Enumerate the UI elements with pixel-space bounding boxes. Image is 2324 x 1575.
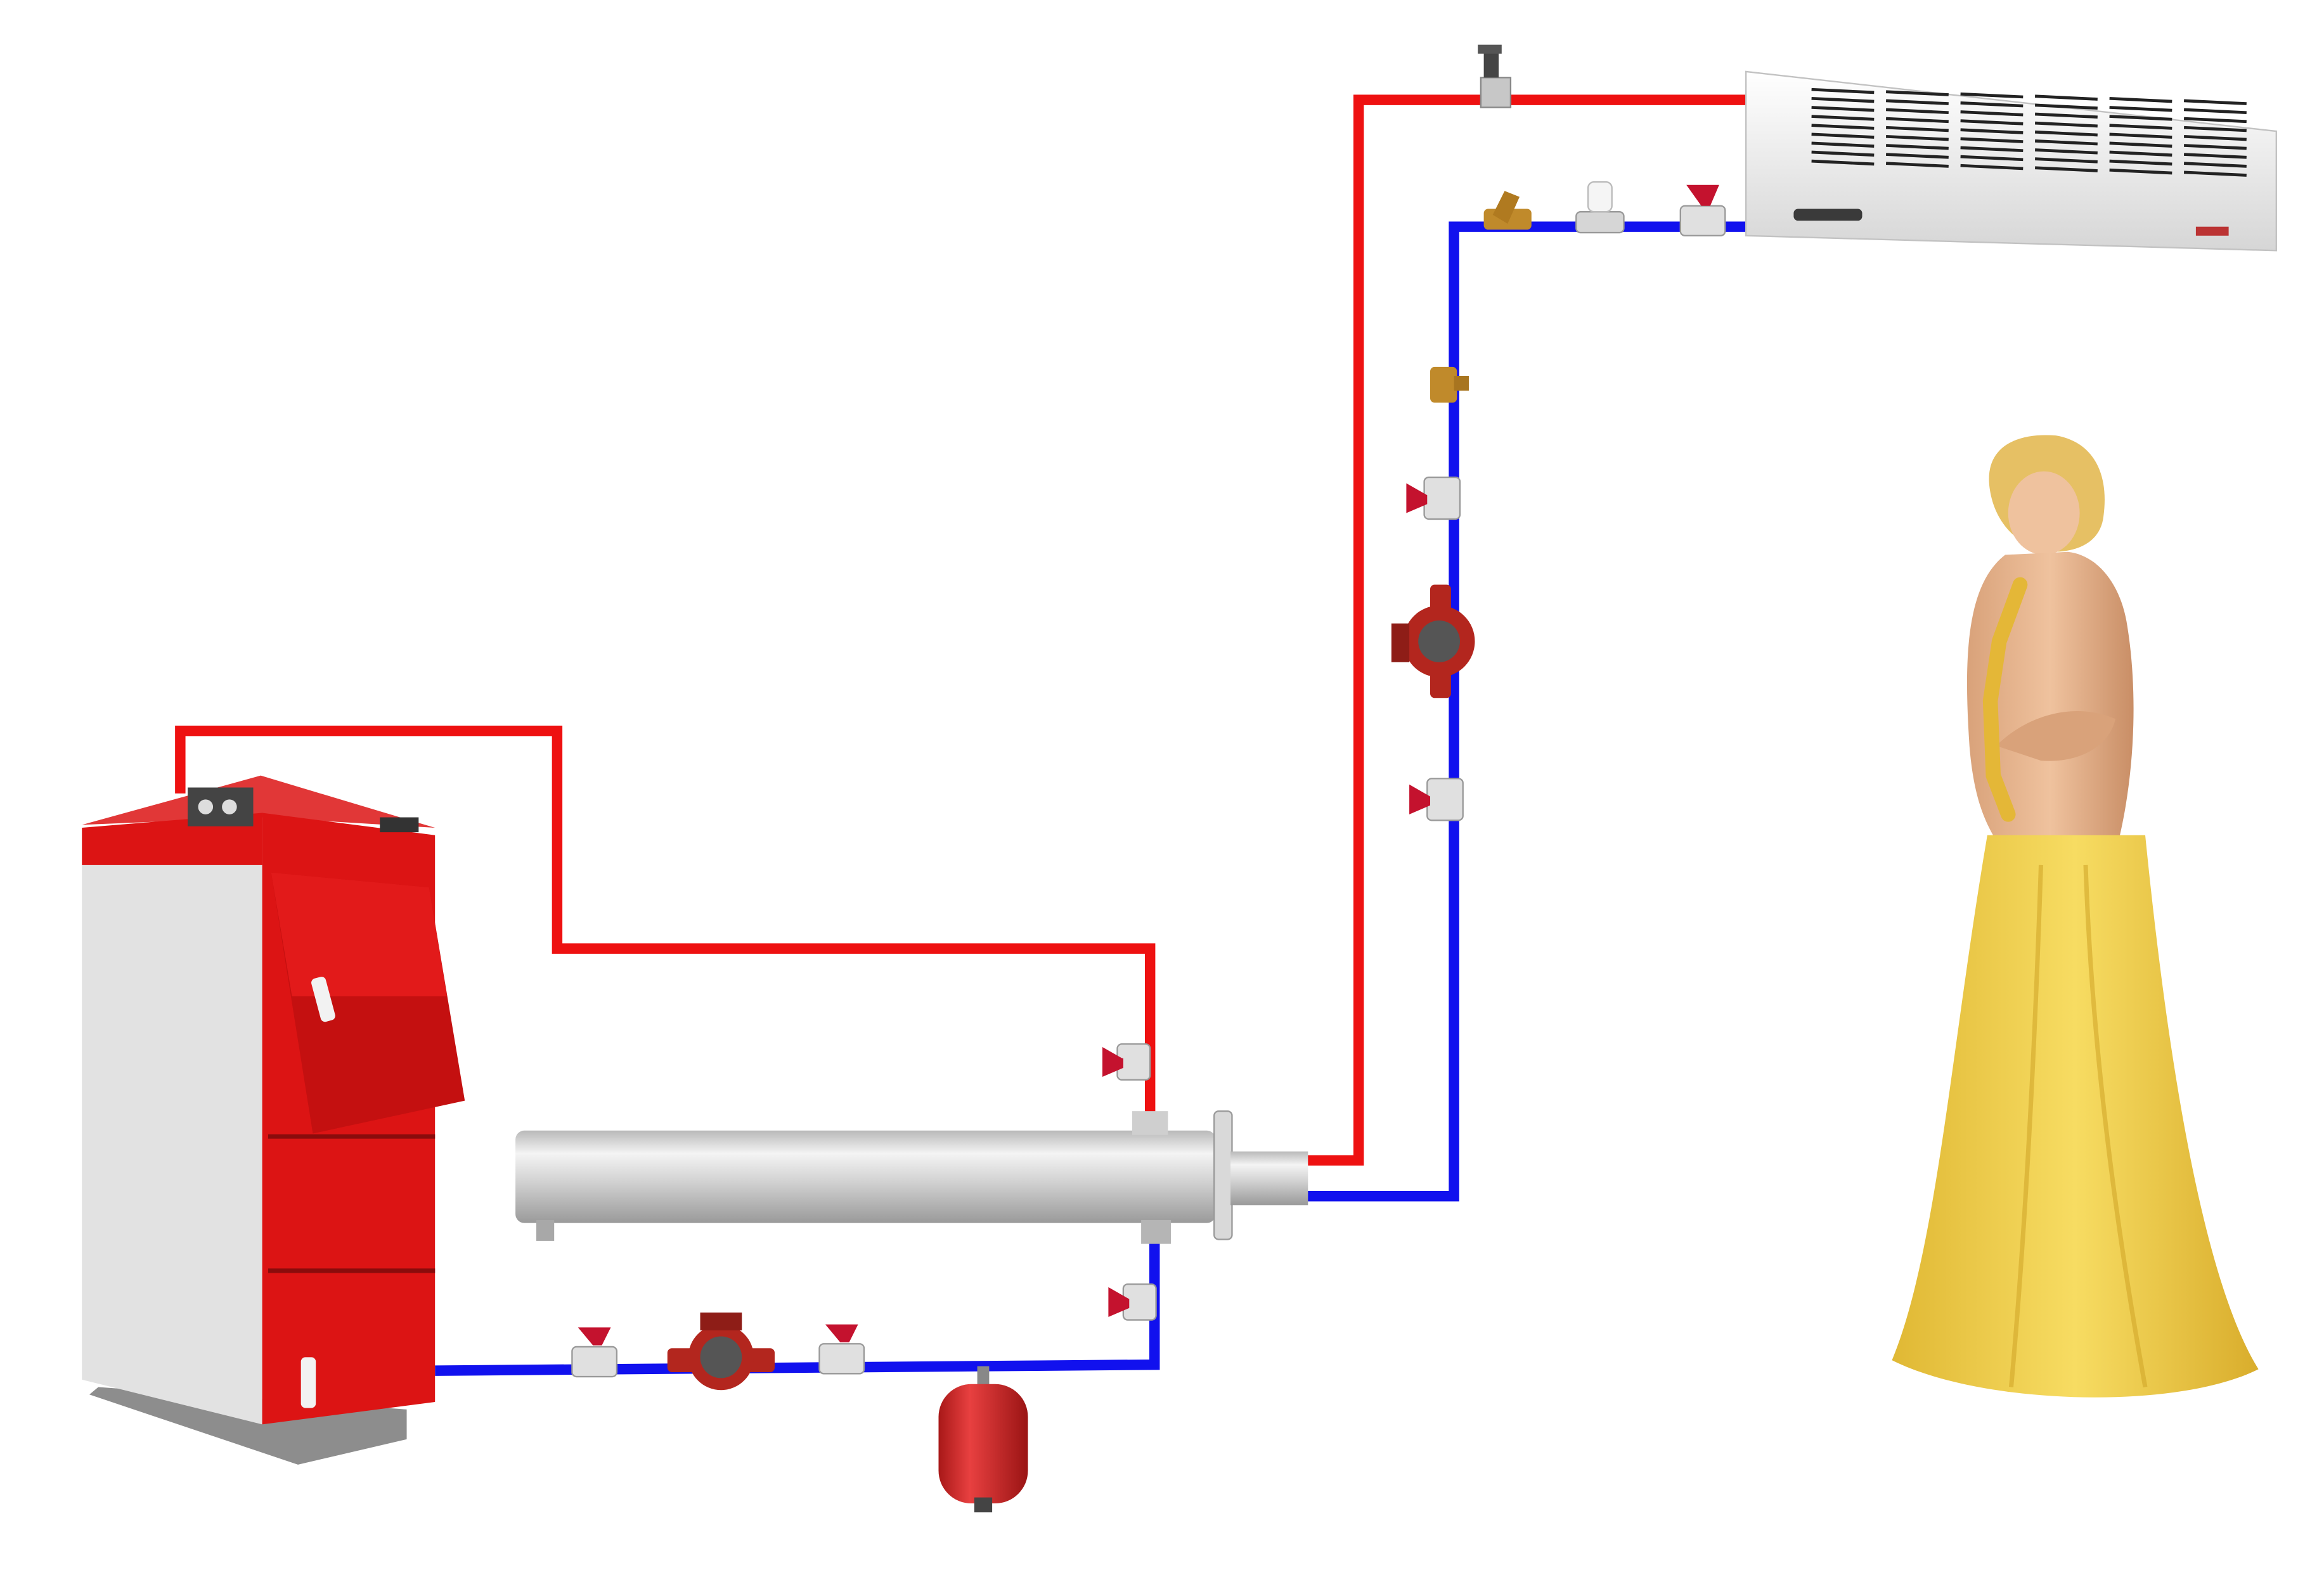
safety-valve-icon — [1478, 44, 1512, 108]
heater-louvre — [1811, 87, 1875, 94]
heater-louvre — [1960, 128, 2024, 134]
pipe-boiler-return — [435, 1238, 1160, 1376]
pipe-heater-supply — [1306, 94, 1746, 1166]
heater-louvre — [2109, 168, 2172, 175]
heater-louvre — [2183, 99, 2247, 105]
heater-louvre — [2183, 134, 2247, 141]
expansion-tank-icon — [938, 1366, 1028, 1513]
heater-louvre — [1885, 117, 1949, 124]
heater-louvre — [1885, 162, 1949, 168]
heater-louvre — [1885, 144, 1949, 150]
heater-louvre — [1811, 106, 1875, 112]
circulation-pump-icon — [667, 1312, 775, 1391]
heater-louvre — [2183, 170, 2247, 177]
check-valve-icon — [1430, 366, 1469, 403]
y-strainer-icon — [1483, 191, 1532, 230]
heater-louvre — [2034, 121, 2098, 128]
ball-valve-icon — [818, 1324, 865, 1375]
ball-valve-icon — [1406, 476, 1461, 520]
heater-louvre — [1960, 119, 2024, 125]
heat-exchanger-icon — [515, 1110, 1308, 1244]
ball-valve-icon — [1102, 1043, 1151, 1081]
ball-valve-icon — [571, 1327, 618, 1378]
heater-louvre — [2034, 148, 2098, 155]
heater-louvre — [2034, 112, 2098, 119]
heater-louvre — [2034, 166, 2098, 172]
heater-louvre — [2109, 96, 2172, 103]
heater-louvre — [2109, 132, 2172, 139]
heater-louvre — [2109, 159, 2172, 166]
circulation-pump-icon — [1391, 584, 1475, 698]
heater-louvre — [1811, 96, 1875, 103]
heater-louvre — [1960, 92, 2024, 99]
heater-louvre — [1960, 110, 2024, 117]
thermostatic-valve-icon — [1575, 181, 1625, 234]
heater-louvre — [1811, 141, 1875, 148]
heater-louvre — [1811, 150, 1875, 157]
heater-louvre — [1960, 101, 2024, 108]
heater-louvre — [2109, 106, 2172, 112]
heater-louvre — [1885, 90, 1949, 96]
heater-louvre — [1885, 134, 1949, 141]
heater-louvre — [1960, 146, 2024, 153]
heater-louvre — [1811, 159, 1875, 166]
air-curtain-heater-icon — [1745, 70, 2277, 252]
solid-fuel-boiler-icon — [82, 775, 465, 1465]
heater-louvre — [1885, 99, 1949, 105]
ball-valve-icon — [1409, 778, 1464, 821]
heater-louvre — [1960, 155, 2024, 162]
heater-louvre — [2183, 153, 2247, 159]
heater-louvre — [1885, 125, 1949, 132]
heater-louvre — [2183, 117, 2247, 124]
pipe-heater-return — [1306, 221, 1746, 1202]
ball-valve-icon — [1679, 184, 1726, 236]
heater-louvre — [2034, 103, 2098, 110]
heater-louvre — [2183, 144, 2247, 150]
heater-louvre — [2034, 94, 2098, 101]
heater-louvre — [1960, 164, 2024, 170]
heater-louvre — [2034, 157, 2098, 164]
heater-louvre — [1811, 115, 1875, 121]
heater-louvre — [2183, 125, 2247, 132]
heater-louvre — [2109, 150, 2172, 157]
pipe-boiler-supply — [175, 725, 1156, 1122]
heater-louvre — [1960, 137, 2024, 143]
heater-louvre — [1885, 153, 1949, 159]
heater-louvre — [2183, 162, 2247, 168]
heater-louvre — [2109, 115, 2172, 121]
woman-in-dress-icon — [1892, 435, 2259, 1398]
ball-valve-icon — [1108, 1283, 1157, 1321]
heater-louvre — [2034, 130, 2098, 137]
heater-louvre — [2109, 124, 2172, 130]
heater-louvre — [2109, 141, 2172, 148]
heater-louvre — [1885, 108, 1949, 115]
heater-louvre — [1811, 124, 1875, 130]
heater-louvre — [1811, 132, 1875, 139]
heater-louvre — [2034, 139, 2098, 146]
heater-louvre — [2183, 108, 2247, 115]
